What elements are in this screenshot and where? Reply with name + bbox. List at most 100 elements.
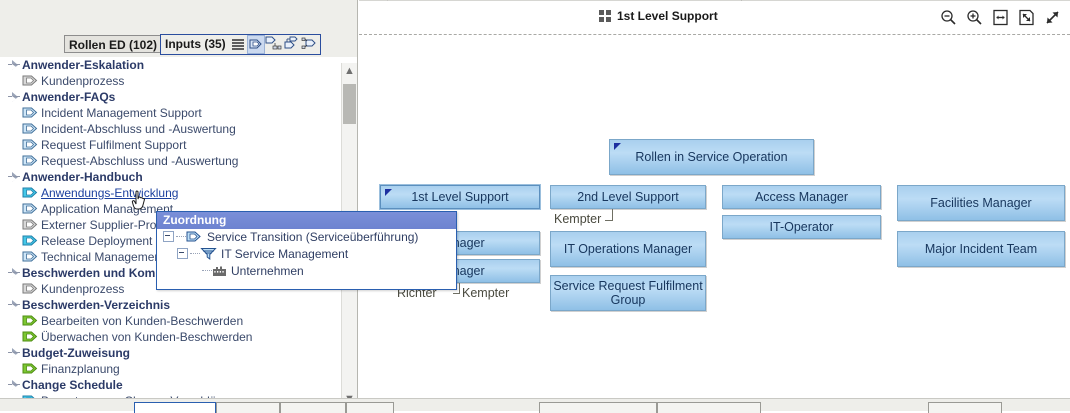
process-split-icon[interactable] [283, 35, 301, 54]
diagram-canvas[interactable]: Rollen in Service Operation 1st Level Sup… [359, 35, 1070, 398]
popup-item-label: Service Transition (Serviceüberführung) [207, 230, 419, 244]
expander-collapsed-icon[interactable] [8, 91, 22, 103]
scroll-up-arrow-icon[interactable]: ▲ [344, 65, 355, 77]
popup-tree-connector [190, 253, 200, 255]
tab-inputs-label[interactable]: Inputs (35) [165, 37, 226, 51]
process-arrow-icon[interactable] [246, 35, 265, 54]
process-arrow-icon [186, 230, 203, 244]
caption-kempter-1: Kempter [554, 212, 602, 226]
zoom-out-icon[interactable] [940, 9, 957, 26]
process-arrow-icon [22, 155, 38, 166]
node-label: Major Incident Team [924, 242, 1038, 256]
popup-item-label: Unternehmen [231, 264, 304, 278]
node-label: IT-Operator [769, 220, 834, 234]
expander-collapsed-icon[interactable] [8, 171, 22, 183]
popup-tree-item[interactable]: Unternehmen [157, 263, 456, 280]
tree-leaf-row[interactable]: Release Deployment [0, 233, 341, 249]
tree-group-row[interactable]: Beschwerden-Verzeichnis [0, 297, 341, 313]
popup-expander-minus-icon[interactable] [177, 248, 188, 259]
process-arrow-icon [22, 283, 38, 294]
tree-leaf-label: Application Management [41, 202, 174, 216]
node-rollen-in-service-operation[interactable]: Rollen in Service Operation [609, 139, 814, 175]
node-it-operations-manager[interactable]: IT Operations Manager [550, 231, 706, 267]
tree-leaf-label: Technical Management [41, 250, 165, 264]
tree-leaf-label: Bearbeiten von Kunden-Beschwerden [41, 314, 244, 328]
tree-leaf-row[interactable]: Technical Management [0, 249, 341, 265]
process-arrow-icon [22, 315, 38, 326]
tree-group-label: Anwender-Eskalation [22, 58, 145, 72]
fit-width-icon[interactable] [992, 9, 1009, 26]
tree-group-row[interactable]: Anwender-FAQs [0, 89, 341, 105]
zoom-in-icon[interactable] [966, 9, 983, 26]
tree-group-row[interactable]: Change Schedule [0, 377, 341, 393]
process-arrow-icon [22, 235, 38, 246]
tree-group-row[interactable]: Anwender-Handbuch [0, 169, 341, 185]
left-toolbar: Rollen ED (102) Inputs (35) [0, 32, 357, 57]
node-it-operator[interactable]: IT-Operator [722, 215, 881, 239]
tree-leaf-row[interactable]: Externer Supplier-Prozess [0, 217, 341, 233]
tree-leaf-row[interactable]: Kundenprozess [0, 281, 341, 297]
node-access-manager[interactable]: Access Manager [722, 185, 881, 209]
tab-rollen-ed[interactable]: Rollen ED (102) [64, 35, 163, 53]
node-label: Access Manager [754, 190, 849, 204]
tree-leaf-label: Überwachen von Kunden-Beschwerden [41, 330, 253, 344]
popup-expander-minus-icon[interactable] [163, 231, 174, 242]
tree-leaf-row[interactable]: Kundenprozess [0, 73, 341, 89]
bottom-tab[interactable] [346, 402, 394, 413]
bottom-tab-strip[interactable] [0, 398, 1070, 413]
fullscreen-icon[interactable] [1044, 9, 1061, 26]
process-arrow-icon [22, 219, 38, 230]
tree-leaf-row[interactable]: Überwachen von Kunden-Beschwerden [0, 329, 341, 345]
tree-group-label: Budget-Zuweisung [22, 346, 130, 360]
expander-collapsed-icon[interactable] [8, 267, 22, 279]
process-arrow-icon [22, 363, 38, 374]
tree-leaf-label: Request-Abschluss und -Auswertung [41, 154, 239, 168]
tree-leaf-row[interactable]: Incident-Abschluss und -Auswertung [0, 121, 341, 137]
expander-collapsed-icon[interactable] [8, 379, 22, 391]
expander-collapsed-icon[interactable] [8, 59, 22, 71]
zuordnung-popup[interactable]: Zuordnung Service Transition (Serviceübe… [156, 211, 457, 290]
tree-leaf-row[interactable]: Request Fulfilment Support [0, 137, 341, 153]
popup-tree-item[interactable]: Service Transition (Serviceüberführung) [157, 229, 456, 246]
node-2nd-level-support[interactable]: 2nd Level Support [550, 185, 706, 209]
expander-collapsed-icon[interactable] [8, 347, 22, 359]
bottom-tab[interactable] [280, 402, 346, 413]
tree-leaf-row[interactable]: Request-Abschluss und -Auswertung [0, 153, 341, 169]
left-panel: Rollen ED (102) Inputs (35) [0, 0, 358, 411]
process-arrow-icon [22, 107, 38, 118]
diagram-title-group: 1st Level Support [599, 9, 718, 23]
tree-leaf-row[interactable]: Incident Management Support [0, 105, 341, 121]
process-merge-icon[interactable] [301, 35, 319, 54]
popup-tree[interactable]: Service Transition (Serviceüberführung) I… [157, 229, 456, 289]
popup-tree-connector [176, 236, 186, 238]
bottom-tab[interactable] [657, 402, 761, 413]
panel-top-divider [359, 0, 1070, 1]
process-hierarchy-icon[interactable] [265, 35, 283, 54]
node-1st-level-support[interactable]: 1st Level Support [380, 185, 540, 209]
diagram-toolbar [940, 9, 1061, 26]
connector-horizontal-kempter-1 [605, 220, 613, 221]
process-arrow-icon [22, 203, 38, 214]
bottom-tab[interactable] [928, 402, 1002, 413]
tree-group-row[interactable]: Budget-Zuweisung [0, 345, 341, 361]
tree-leaf-row[interactable]: Anwendungs-Entwicklung [0, 185, 341, 201]
expander-collapsed-icon[interactable] [8, 299, 22, 311]
node-facilities-manager[interactable]: Facilities Manager [897, 185, 1065, 221]
fit-page-icon[interactable] [1018, 9, 1035, 26]
node-major-incident-team[interactable]: Major Incident Team [897, 231, 1065, 267]
bottom-tab[interactable] [216, 402, 280, 413]
mouse-cursor-pointer-icon [131, 190, 151, 214]
tree-leaf-row[interactable]: Finanzplanung [0, 361, 341, 377]
tree-group-row[interactable]: Anwender-Eskalation [0, 57, 341, 73]
tree-leaf-row[interactable]: Bearbeiten von Kunden-Beschwerden [0, 313, 341, 329]
tree-leaf-label: Incident Management Support [41, 106, 202, 120]
scrollbar-thumb[interactable] [343, 84, 356, 124]
bottom-tab[interactable] [134, 402, 216, 413]
bottom-tab[interactable] [539, 402, 657, 413]
popup-tree-item[interactable]: IT Service Management [157, 246, 456, 263]
node-flag-icon [614, 143, 621, 150]
node-service-request-fulfilment-group[interactable]: Service Request Fulfilment Group [550, 275, 706, 311]
list-icon[interactable] [229, 35, 247, 54]
connector-horizontal-kempter-2 [453, 293, 460, 294]
